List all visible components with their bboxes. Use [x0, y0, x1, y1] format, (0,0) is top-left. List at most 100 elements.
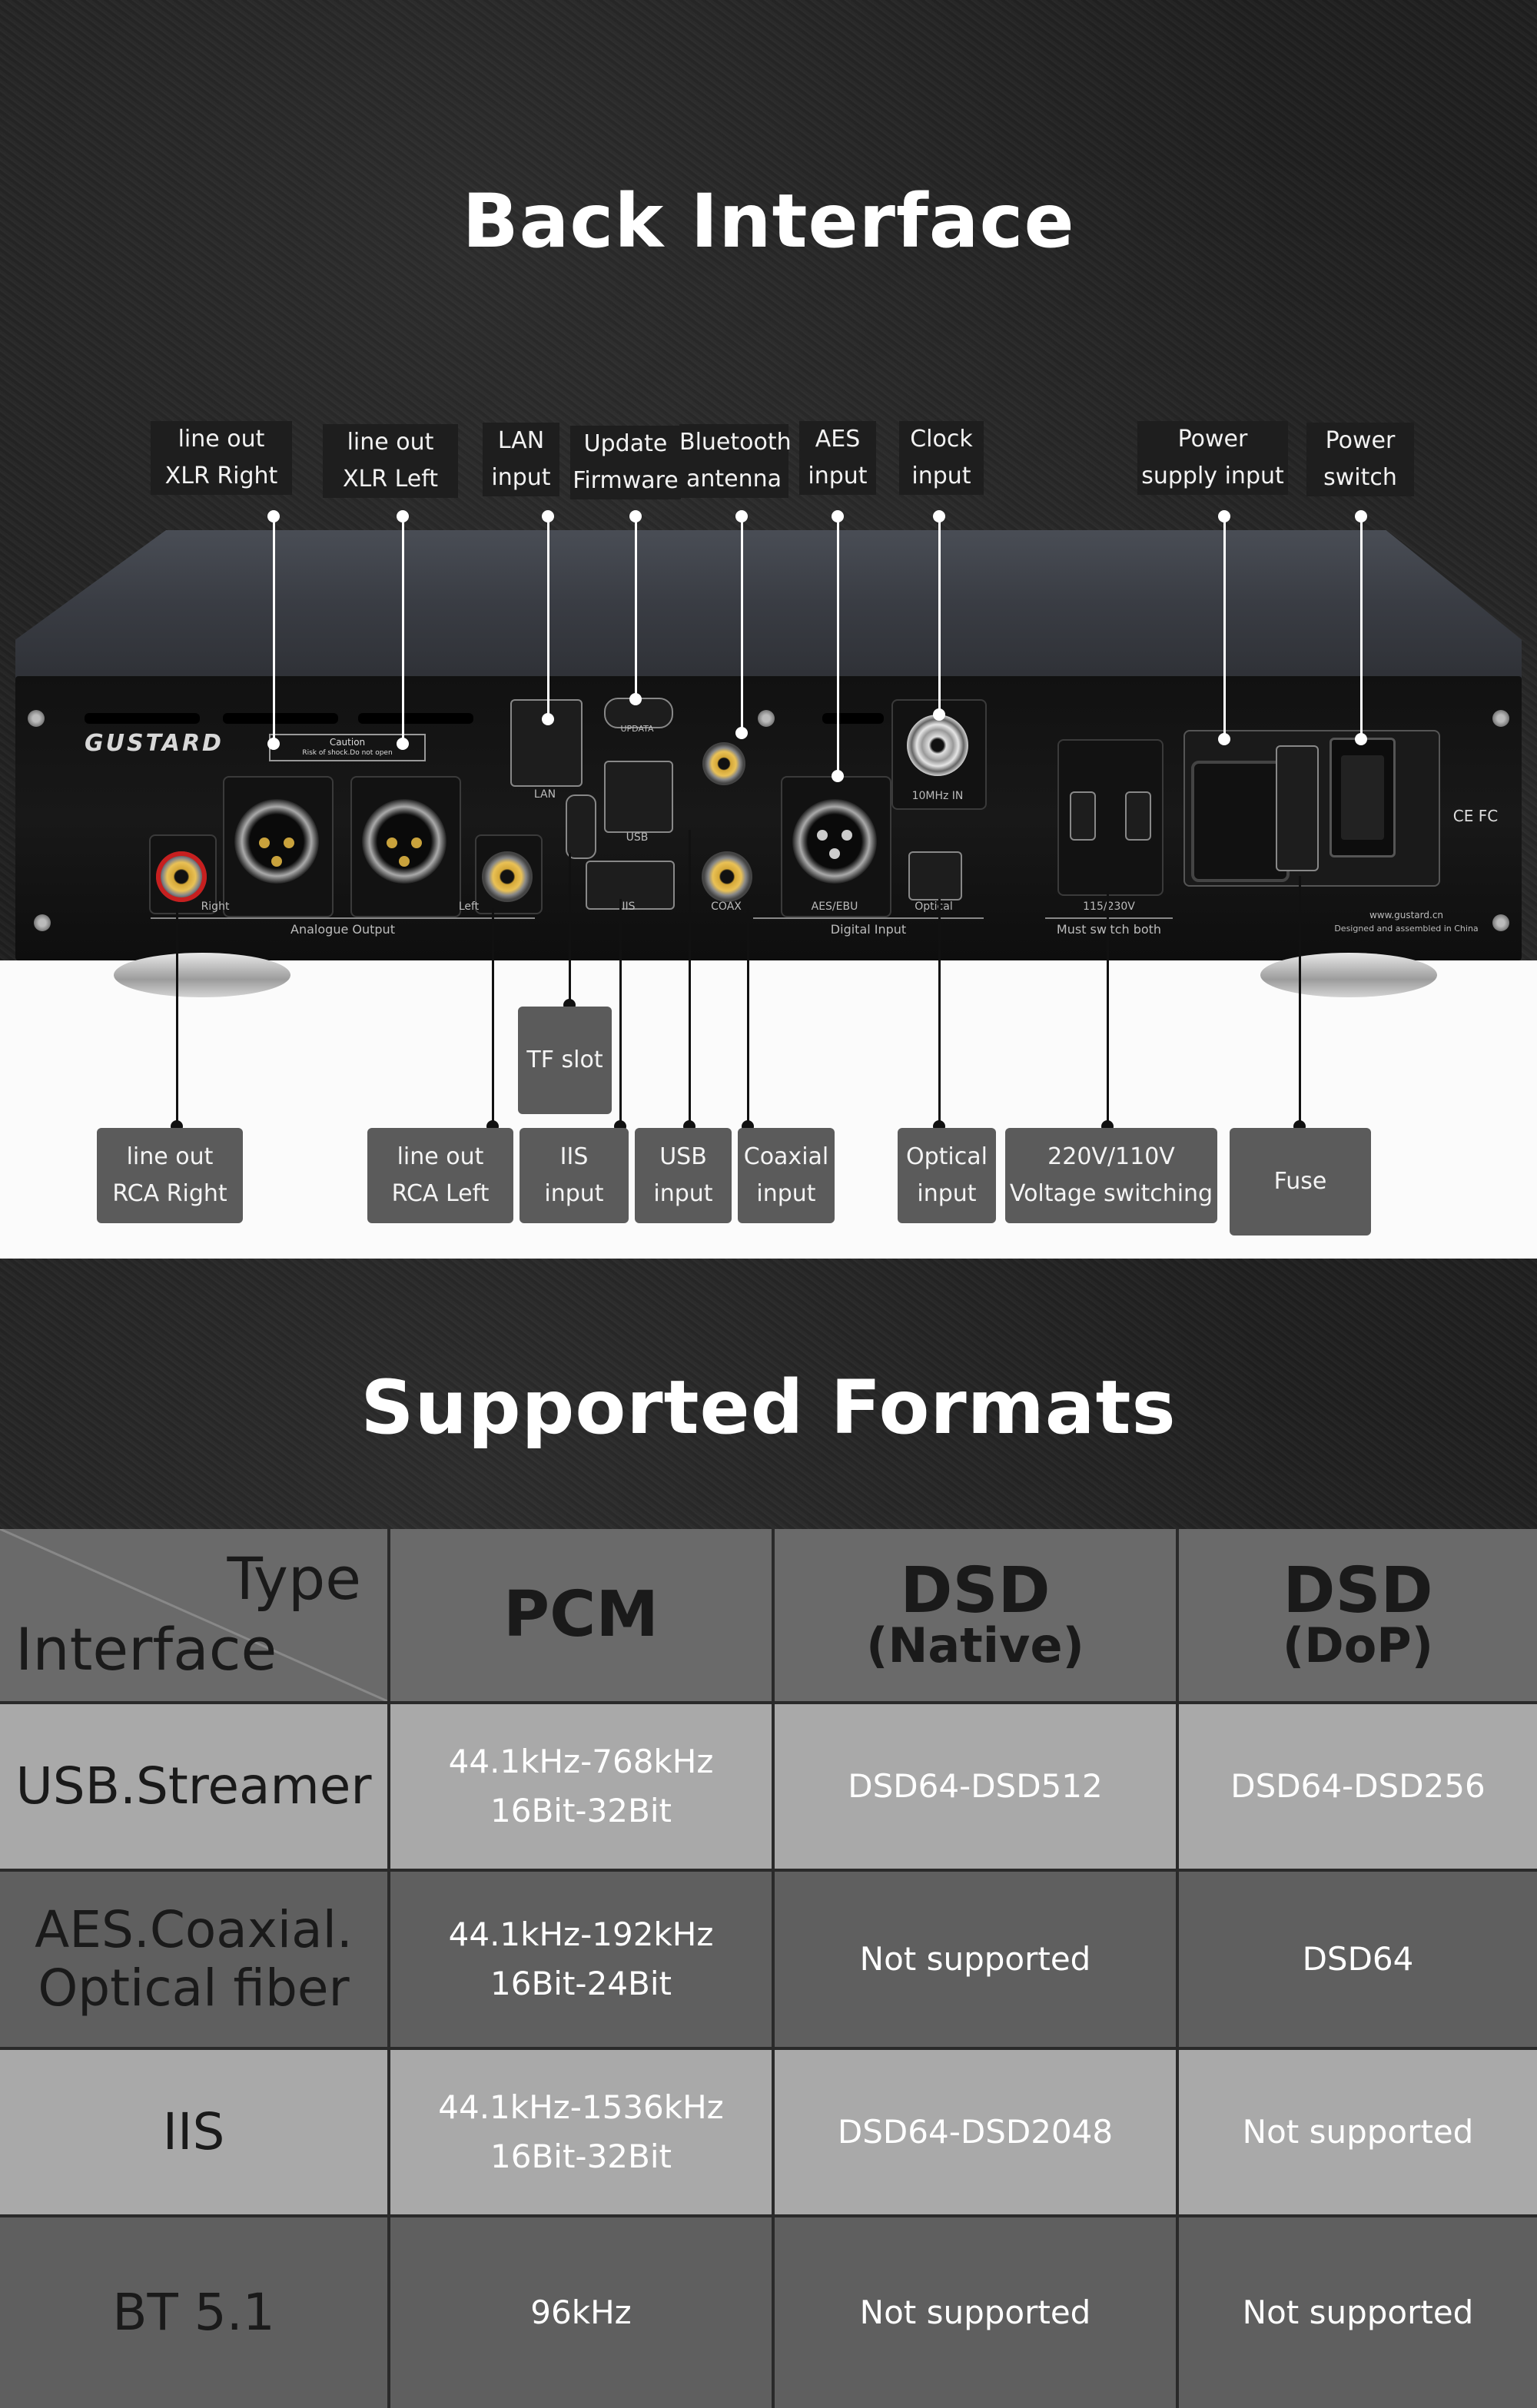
- header-dsd-native: DSD (Native): [775, 1529, 1179, 1701]
- device-foot-right: [1260, 953, 1437, 997]
- iec-power-inlet: [1191, 761, 1290, 882]
- tf-slot-port: [566, 794, 596, 859]
- leader-dot: [267, 510, 280, 522]
- leader-line: [635, 516, 637, 698]
- dsd-native-cell: Not supported: [775, 1872, 1179, 2047]
- port-label-lan: LAN: [533, 788, 556, 801]
- corner-cell: Type Interface: [0, 1529, 390, 1701]
- lan-port: [510, 699, 583, 787]
- leader-line: [938, 899, 941, 1128]
- leader-dot: [832, 510, 844, 522]
- iis-hdmi-port: [586, 861, 675, 910]
- corner-type-label: Type: [227, 1544, 361, 1613]
- leader-dot: [832, 770, 844, 782]
- port-label-clock: 10MHz IN: [911, 790, 964, 802]
- leader-line: [747, 908, 749, 1128]
- leader-dot: [933, 708, 945, 721]
- table-header-row: Type Interface PCM DSD (Native) DSD (DoP…: [0, 1529, 1537, 1701]
- dsd-dop-cell: Not supported: [1179, 2217, 1537, 2408]
- screw: [1492, 914, 1509, 931]
- leader-line: [492, 908, 494, 1128]
- made-in-label: Designed and assembled in China: [1334, 924, 1479, 934]
- port-label-voltage: 115/230V: [1083, 901, 1135, 913]
- power-rocker-switch[interactable]: [1330, 738, 1396, 857]
- leader-line: [1107, 891, 1109, 1128]
- rca-right-jack: [156, 851, 207, 902]
- leader-dot: [542, 510, 554, 522]
- leader-dot: [397, 510, 409, 522]
- leader-line: [1360, 516, 1363, 739]
- leader-line: [273, 516, 275, 747]
- optical-port: [908, 851, 962, 901]
- port-label-usb: USB: [626, 831, 649, 844]
- leader-dot: [267, 738, 280, 750]
- corner-interface-label: Interface: [15, 1615, 277, 1683]
- leader-dot: [629, 510, 642, 522]
- website-label: www.gustard.cn: [1369, 910, 1444, 920]
- leader-dot: [397, 738, 409, 750]
- voltage-switch-1: [1070, 791, 1096, 841]
- label-tf-slot: TF slot: [518, 1007, 612, 1114]
- leader-dot: [1355, 510, 1367, 522]
- section-title-back-interface: Back Interface: [462, 178, 1075, 264]
- clock-bnc-port: [907, 715, 968, 776]
- bluetooth-antenna-port: [702, 742, 745, 785]
- leader-line: [689, 830, 691, 1128]
- xlr-left-jack: [362, 799, 446, 884]
- leader-dot: [1218, 510, 1230, 522]
- usb-b-port: [604, 761, 673, 833]
- aes-jack: [792, 799, 877, 884]
- dsd-dop-cell: DSD64: [1179, 1872, 1537, 2047]
- voltage-switch-2: [1125, 791, 1151, 841]
- coaxial-port: [702, 851, 752, 902]
- section-title-supported-formats: Supported Formats: [360, 1365, 1177, 1451]
- leader-dot: [1355, 733, 1367, 745]
- leader-dot: [933, 510, 945, 522]
- brand-logo: GUSTARD: [85, 730, 224, 757]
- leader-line: [176, 908, 178, 1128]
- leader-dot: [542, 713, 554, 725]
- vent-slot: [822, 713, 884, 724]
- row-name-cell: IIS: [0, 2050, 390, 2214]
- dsd-native-cell: DSD64-DSD2048: [775, 2050, 1179, 2214]
- device-foot-left: [114, 953, 290, 997]
- port-label-right: Right: [201, 901, 230, 913]
- leader-line: [402, 516, 404, 747]
- screw: [28, 710, 45, 727]
- analogue-output-label: Analogue Output: [151, 917, 535, 937]
- leader-line: [1223, 516, 1226, 739]
- pcm-cell: 96kHz: [390, 2217, 775, 2408]
- dsd-native-cell: Not supported: [775, 2217, 1179, 2408]
- leader-line: [569, 853, 571, 1007]
- dsd-native-cell: DSD64-DSD512: [775, 1704, 1179, 1869]
- cert-marks: CE FC: [1452, 807, 1499, 825]
- row-name-cell: AES.Coaxial.Optical fiber: [0, 1872, 390, 2047]
- port-label-iis: IIS: [622, 901, 636, 913]
- leader-dot: [735, 510, 748, 522]
- leader-line: [1299, 876, 1301, 1128]
- must-switch-label: Must switch both: [1045, 917, 1173, 937]
- dsd-dop-cell: DSD64-DSD256: [1179, 1704, 1537, 1869]
- leader-dot: [1218, 733, 1230, 745]
- table-row: BT 5.1 96kHz Not supported Not supported: [0, 2214, 1537, 2408]
